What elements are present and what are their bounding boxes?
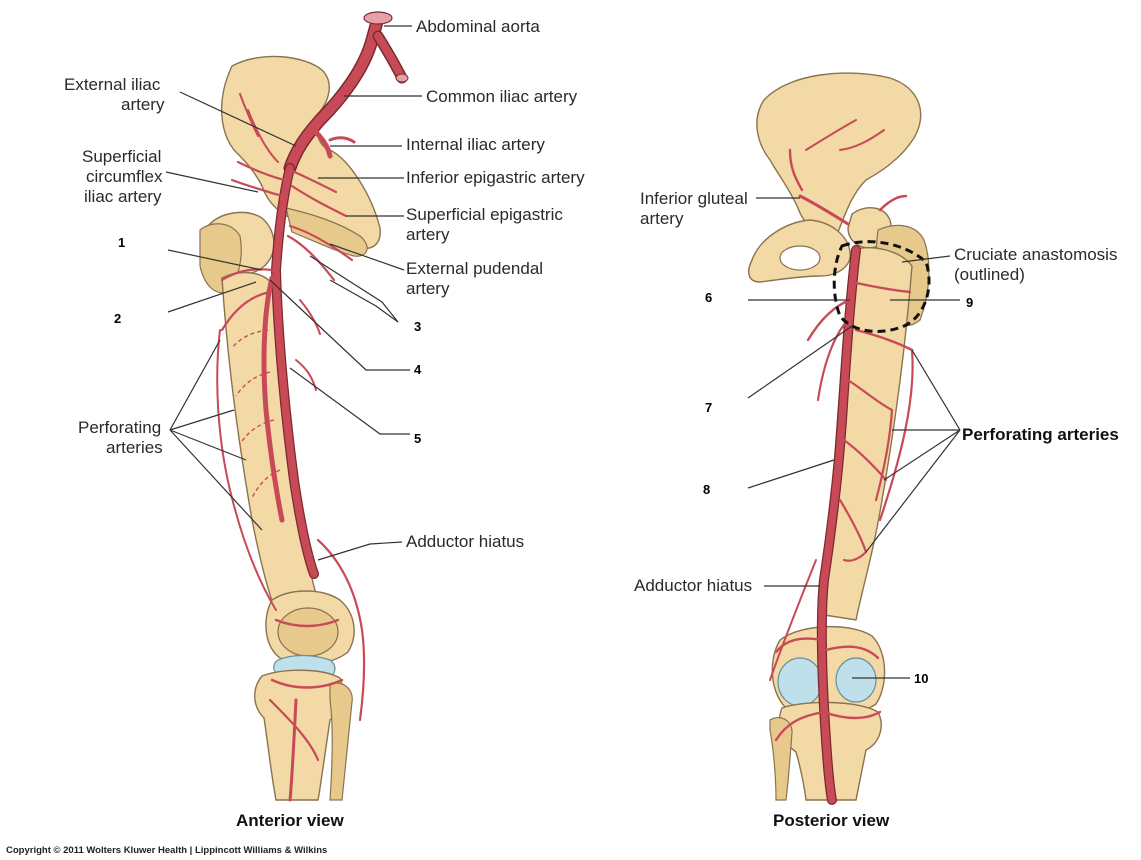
posterior-obturator-foramen	[779, 245, 821, 271]
label-inferior-gluteal-1: Inferior gluteal	[640, 189, 748, 208]
label-superficial-epigastric-1: Superficial epigastric	[406, 205, 563, 224]
label-adductor-hiatus-anterior: Adductor hiatus	[406, 532, 524, 551]
label-inferior-gluteal-2: artery	[640, 209, 684, 228]
anterior-fibula	[329, 682, 353, 801]
common-iliac-opening	[395, 73, 409, 83]
number-2: 2	[114, 311, 121, 326]
view-titles: Anterior view Posterior view	[236, 811, 890, 830]
anterior-labels: Abdominal aorta External iliac artery Co…	[64, 17, 585, 551]
label-superficial-circumflex-3: iliac artery	[84, 187, 162, 206]
leader-lines	[165, 25, 961, 679]
anterior-pubis	[285, 207, 368, 257]
number-3: 3	[414, 319, 421, 334]
number-1: 1	[118, 235, 125, 250]
number-5: 5	[414, 431, 421, 446]
posterior-fibula	[769, 717, 793, 801]
label-superficial-circumflex-2: circumflex	[86, 167, 163, 186]
label-perforating-anterior-2: arteries	[106, 438, 163, 457]
number-7: 7	[705, 400, 712, 415]
anterior-illustration	[199, 11, 409, 802]
posterior-view-title: Posterior view	[773, 811, 890, 830]
posterior-illustration	[748, 72, 931, 805]
number-6: 6	[705, 290, 712, 305]
number-10: 10	[914, 671, 928, 686]
label-adductor-hiatus-posterior: Adductor hiatus	[634, 576, 752, 595]
cruciate-outline	[832, 240, 931, 333]
label-perforating-posterior: Perforating arteries	[962, 425, 1119, 444]
posterior-arteries	[769, 119, 914, 805]
label-superficial-circumflex-1: Superficial	[82, 147, 161, 166]
label-perforating-anterior-1: Perforating	[78, 418, 161, 437]
label-superficial-epigastric-2: artery	[406, 225, 450, 244]
label-external-pudendal-1: External pudendal	[406, 259, 543, 278]
number-4: 4	[414, 362, 422, 377]
label-external-iliac-2: artery	[121, 95, 165, 114]
anterior-arteries	[216, 11, 409, 802]
anterior-patella	[277, 607, 339, 657]
label-external-pudendal-2: artery	[406, 279, 450, 298]
posterior-lateral-condyle-cartilage	[777, 657, 823, 707]
label-cruciate-1: Cruciate anastomosis	[954, 245, 1117, 264]
label-internal-iliac: Internal iliac artery	[406, 135, 545, 154]
posterior-medial-condyle-cartilage	[835, 657, 877, 703]
posterior-femur-shaft	[817, 247, 913, 621]
anterior-tibia	[254, 669, 344, 801]
anterior-view-title: Anterior view	[236, 811, 344, 830]
aorta-opening	[363, 11, 393, 25]
number-9: 9	[966, 295, 973, 310]
number-markers: 1 2 3 4 5 6 7 8 9 10	[114, 235, 973, 686]
posterior-ilium	[756, 72, 922, 234]
posterior-labels: Inferior gluteal artery Cruciate anastom…	[634, 189, 1119, 595]
label-cruciate-2: (outlined)	[954, 265, 1025, 284]
label-external-iliac-1: External iliac	[64, 75, 161, 94]
number-8: 8	[703, 482, 710, 497]
label-inferior-epigastric: Inferior epigastric artery	[406, 168, 585, 187]
label-common-iliac: Common iliac artery	[426, 87, 578, 106]
copyright-notice: Copyright © 2011 Wolters Kluwer Health |…	[6, 845, 327, 856]
label-abdominal-aorta: Abdominal aorta	[416, 17, 540, 36]
